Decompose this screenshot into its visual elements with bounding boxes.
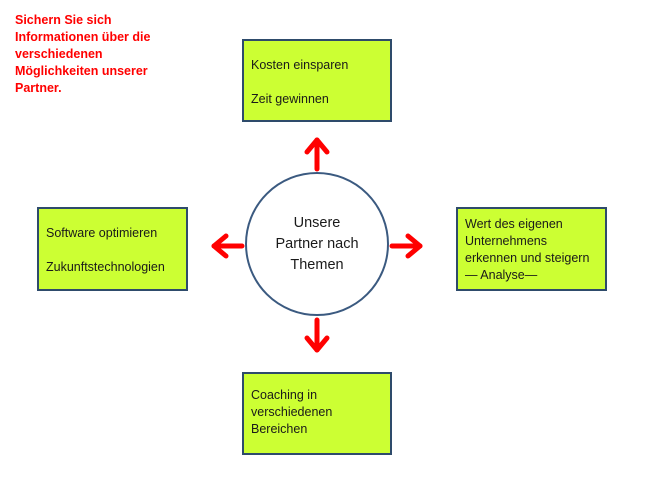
intro-line: Informationen über die	[15, 30, 151, 44]
box-line: erkennen und steigern	[465, 251, 590, 265]
box-left: Software optimieren Zukunftstechnologien	[37, 207, 188, 291]
center-circle: Unsere Partner nach Themen	[245, 172, 389, 316]
center-line: Unsere	[293, 214, 341, 231]
box-line: Kosten einsparen	[251, 58, 349, 72]
box-line: Unternehmens	[465, 234, 547, 248]
intro-line: verschiedenen	[15, 47, 103, 61]
arrow-right	[389, 233, 423, 259]
box-line: Zukunftstechnologien	[46, 260, 165, 274]
intro-line: Möglichkeiten unserer	[15, 64, 148, 78]
box-spacer	[46, 242, 179, 259]
box-line: Zeit gewinnen	[251, 92, 329, 106]
box-spacer	[251, 74, 383, 91]
box-bottom: Coaching in verschiedenen Bereichen	[242, 372, 392, 455]
arrow-left	[211, 233, 245, 259]
arrow-up	[304, 137, 330, 172]
box-line: Wert des eigenen	[465, 217, 563, 231]
box-line: Software optimieren	[46, 226, 158, 240]
intro-line: Sichern Sie sich	[15, 13, 112, 27]
center-line: Partner nach	[275, 235, 359, 252]
box-line: verschiedenen	[251, 405, 333, 419]
box-top: Kosten einsparen Zeit gewinnen	[242, 39, 392, 122]
arrow-down	[304, 317, 330, 353]
box-line: — Analyse—	[465, 268, 538, 282]
box-line: Coaching in	[251, 388, 318, 402]
intro-text: Sichern Sie sich Informationen über die …	[15, 12, 190, 97]
center-line: Themen	[290, 256, 344, 273]
intro-line: Partner.	[15, 81, 62, 95]
box-line: Bereichen	[251, 422, 308, 436]
box-right: Wert des eigenen Unternehmens erkennen u…	[456, 207, 607, 291]
